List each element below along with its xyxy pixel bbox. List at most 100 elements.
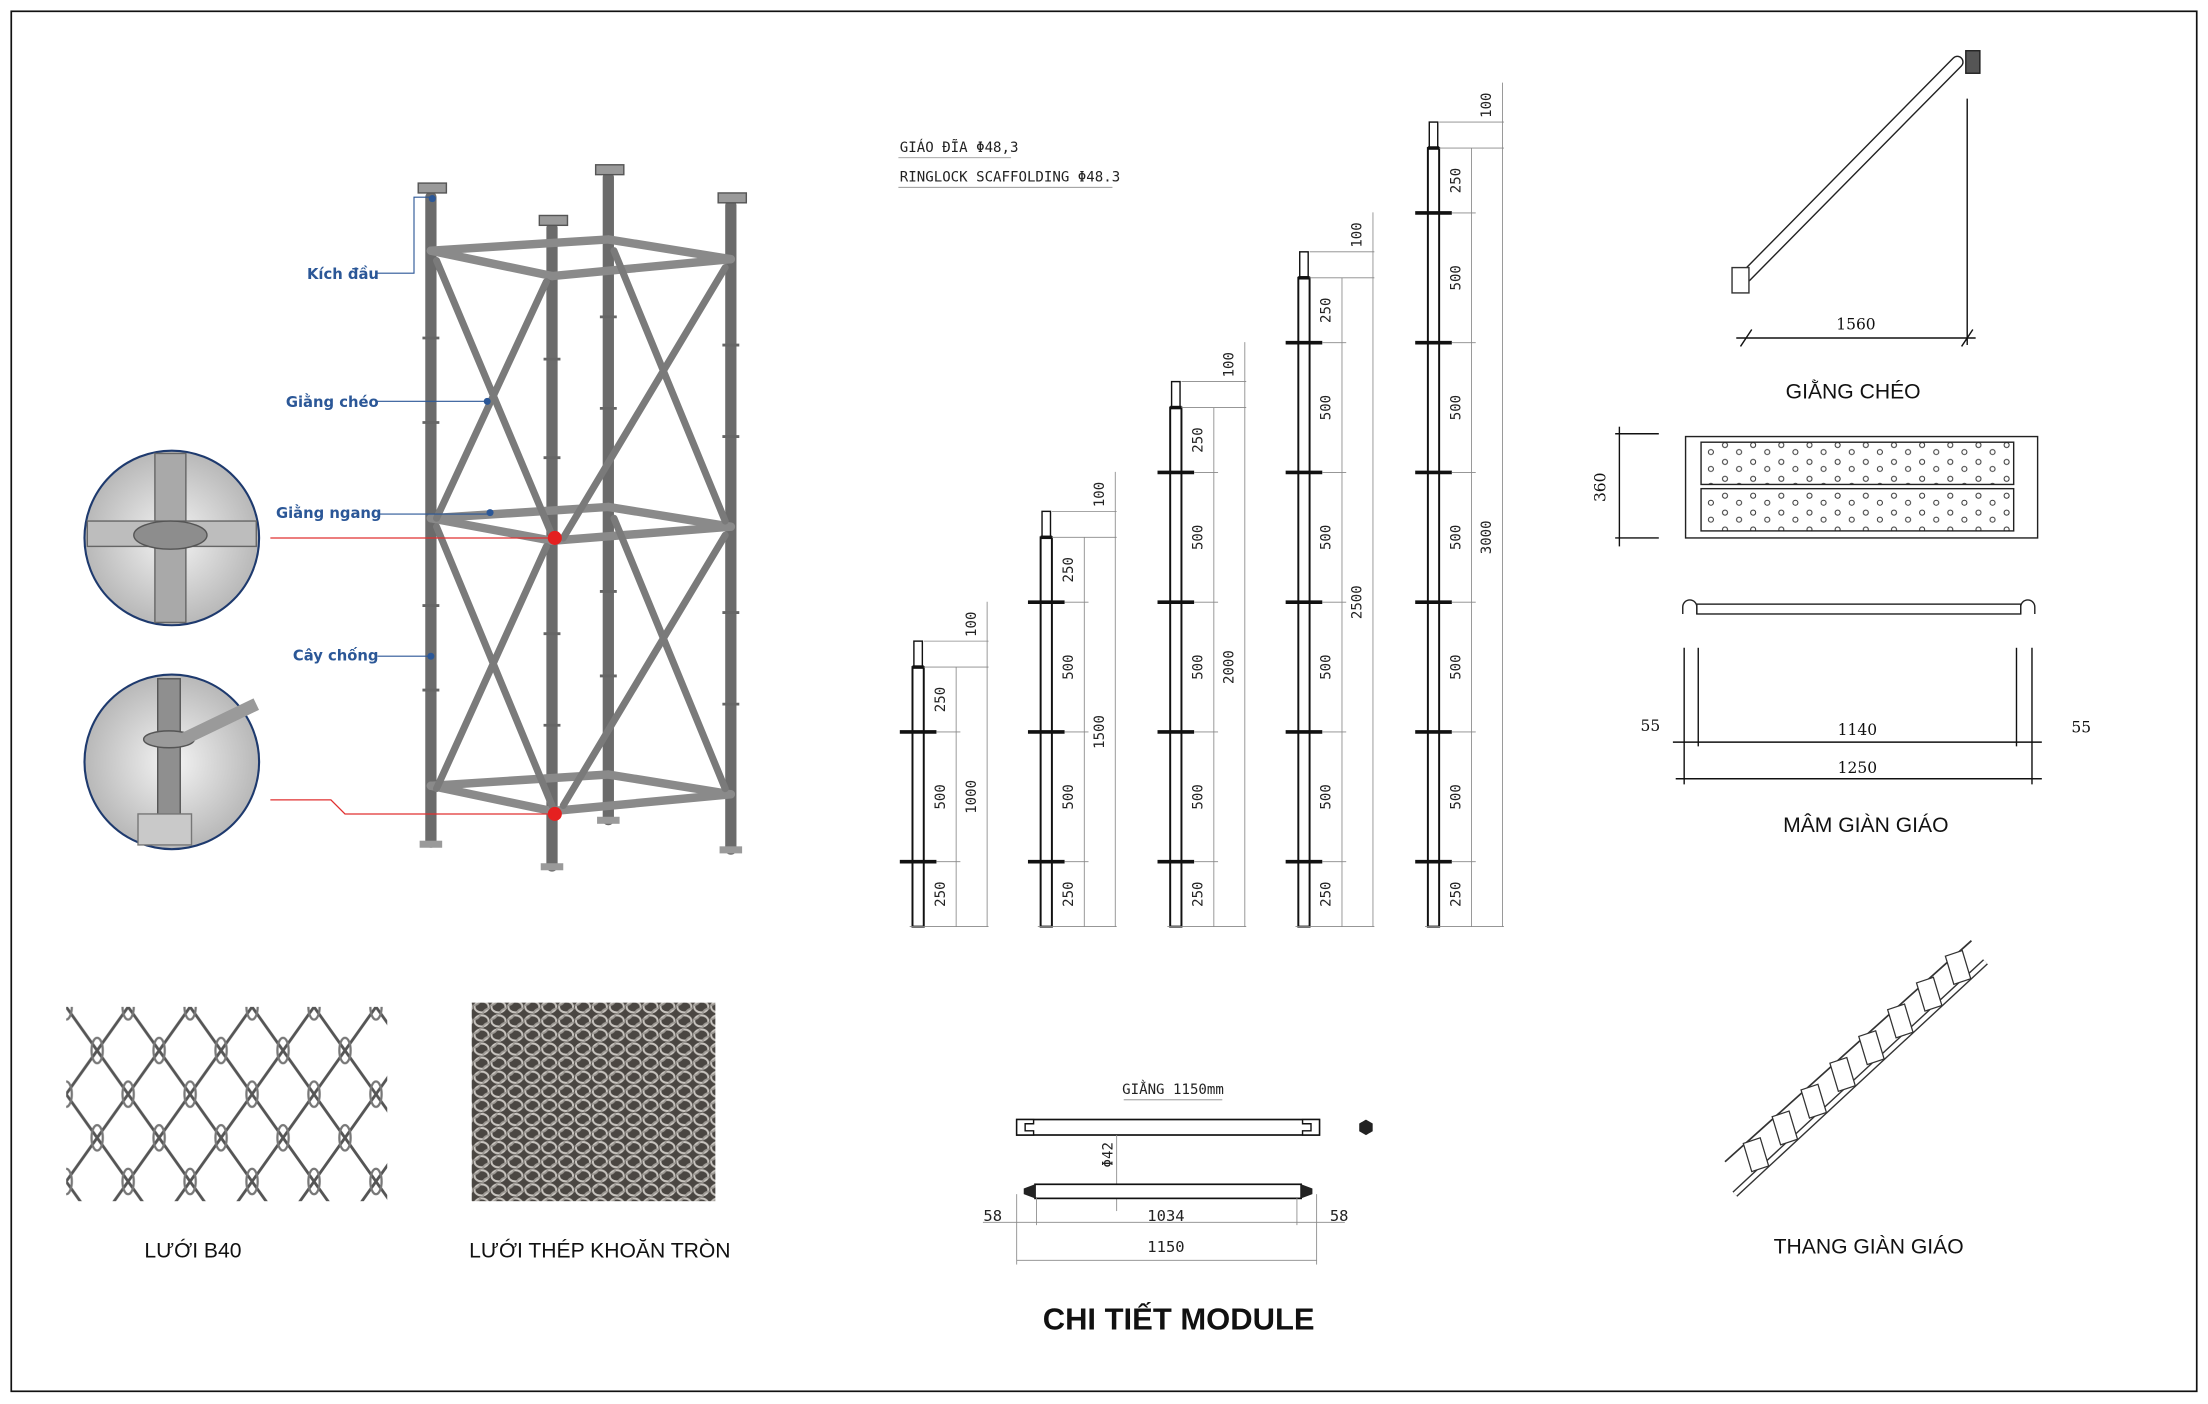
brace-title: GIẰNG CHÉO xyxy=(1786,380,1921,404)
mesh-b40-title: LƯỚI B40 xyxy=(144,1240,241,1263)
total-dimension: 3000 xyxy=(1479,520,1495,554)
tower-callouts xyxy=(377,196,491,657)
tower-diagonal-braces xyxy=(433,247,729,810)
brace-dimension: 1560 xyxy=(1836,316,1875,334)
post-tube xyxy=(1426,147,1441,928)
total-dimension: 2500 xyxy=(1350,585,1366,619)
spigot-dimension: 100 xyxy=(1092,482,1108,507)
segment-dimension: 500 xyxy=(933,784,949,809)
ladder-step xyxy=(1857,1029,1885,1066)
label-diagonal-brace: Giằng chéo xyxy=(286,394,379,411)
ladder-step xyxy=(1915,976,1943,1012)
spigot-dimension: 100 xyxy=(1479,92,1495,117)
spigot-dimension: 100 xyxy=(1350,222,1366,247)
joint-marker xyxy=(547,530,562,545)
post-spigot xyxy=(1299,251,1309,279)
post-2500: 250 500 500 500 500 250 2500 100 xyxy=(1285,212,1375,928)
header-vi: GIÁO ĐĨA Φ48,3 xyxy=(900,139,1019,156)
post-spigot xyxy=(913,640,924,668)
detail-arrows xyxy=(270,537,552,815)
base-joint-detail xyxy=(83,673,261,851)
tower-base-plates xyxy=(419,816,743,871)
label-horizontal-ledger: Giằng ngang xyxy=(276,505,382,522)
post-tube xyxy=(1169,406,1183,928)
tower-ledgers xyxy=(426,235,736,816)
ladder-step xyxy=(1886,1003,1914,1039)
segment-dimension: 500 xyxy=(1319,784,1335,809)
post-1000: 250 500 250 1000 100 xyxy=(899,601,989,928)
segment-dimension: 250 xyxy=(1448,881,1464,906)
ladder-title: THANG GIÀN GIÁO xyxy=(1774,1235,1964,1258)
segment-dimension: 250 xyxy=(1191,881,1207,906)
rosette-joint-detail xyxy=(83,449,261,627)
ledger-dim-inner: 1034 xyxy=(1147,1207,1184,1225)
label-standard-post: Cây chống xyxy=(293,647,379,664)
post-spigot xyxy=(1041,510,1052,539)
plank-dim-height: 360 xyxy=(1591,472,1609,502)
post-spigot xyxy=(1170,380,1181,409)
segment-dimension: 500 xyxy=(1448,525,1464,550)
segment-dimension: 250 xyxy=(933,881,949,906)
spigot-dimension: 100 xyxy=(964,612,980,637)
sheet-border xyxy=(10,10,2198,1393)
segment-dimension: 500 xyxy=(1319,395,1335,420)
segment-dimension: 250 xyxy=(1061,881,1077,906)
segment-dimension: 500 xyxy=(1448,265,1464,290)
segment-dimension: 250 xyxy=(1448,168,1464,193)
ledger-dim-total: 1150 xyxy=(1147,1238,1184,1256)
label-head-jack: Kích đầu xyxy=(307,266,379,283)
segment-dimension: 250 xyxy=(933,687,949,712)
ledger-drawing: GIẰNG 1150mm ⬢ Φ42 58 1034 58 1150 xyxy=(982,1080,1374,1265)
ladder-step xyxy=(1829,1056,1857,1093)
ledger-dim-right: 58 xyxy=(1330,1207,1349,1225)
ledger-diameter: Φ42 xyxy=(1100,1142,1116,1167)
total-dimension: 1500 xyxy=(1092,715,1108,749)
plank-title: MÂM GIÀN GIÁO xyxy=(1783,814,1948,837)
plank-dim-left: 55 xyxy=(1641,717,1661,735)
post-spigot xyxy=(1428,121,1439,149)
post-3000: 250 500 500 500 500 500 250 3000 100 xyxy=(1415,82,1504,928)
tower-rosettes xyxy=(422,315,740,727)
header-en: RINGLOCK SCAFFOLDING Φ48.3 xyxy=(900,170,1120,186)
joint-marker xyxy=(547,806,562,821)
segment-dimension: 500 xyxy=(1319,654,1335,679)
plank-dim-total: 1250 xyxy=(1838,759,1877,777)
ladder-step xyxy=(1944,949,1972,986)
segment-dimension: 250 xyxy=(1319,881,1335,906)
tower-head-jacks xyxy=(417,164,748,227)
ledger-title: GIẰNG 1150mm xyxy=(1122,1080,1224,1098)
segment-dimension: 500 xyxy=(1319,525,1335,550)
segment-dimension: 250 xyxy=(1319,298,1335,323)
spigot-dimension: 100 xyxy=(1222,352,1238,377)
plank-dim-right: 55 xyxy=(2071,718,2091,736)
total-dimension: 1000 xyxy=(964,780,980,814)
ledger-dim-left: 58 xyxy=(983,1207,1002,1225)
plank-drawing: 360 55 1140 55 1250 MÂM GIÀN GIÁO xyxy=(1591,426,2091,837)
ladder-step xyxy=(1771,1110,1799,1146)
post-1500: 250 500 500 250 1500 100 xyxy=(1027,471,1117,928)
footer-title: CHI TIẾT MODULE xyxy=(1043,1301,1315,1336)
scaffold-tower-illustration: Kích đầu Giằng chéo Giằng ngang Cây chốn… xyxy=(83,164,748,872)
mesh-ring-title: LƯỚI THÉP KHOĂN TRÒN xyxy=(469,1240,730,1263)
segment-dimension: 250 xyxy=(1061,557,1077,582)
segment-dimension: 500 xyxy=(1191,525,1207,550)
ledger-end-icon: ⬢ xyxy=(1358,1118,1374,1139)
segment-dimension: 500 xyxy=(1061,654,1077,679)
segment-dimension: 500 xyxy=(1448,784,1464,809)
post-drawings: 250 500 250 1000 100 250 500 500 250 1500 100 250 50… xyxy=(899,82,1504,928)
segment-dimension: 500 xyxy=(1448,654,1464,679)
ring-mesh-image xyxy=(471,1002,716,1202)
ladder-drawing: THANG GIÀN GIÁO xyxy=(1724,940,1988,1258)
segment-dimension: 500 xyxy=(1061,784,1077,809)
post-tube xyxy=(911,666,925,928)
ladder-step xyxy=(1800,1083,1828,1119)
chain-link-mesh-image xyxy=(66,1006,388,1202)
total-dimension: 2000 xyxy=(1222,650,1238,684)
plank-dim-inner: 1140 xyxy=(1838,721,1877,739)
ladder-step xyxy=(1742,1137,1770,1173)
segment-dimension: 500 xyxy=(1448,395,1464,420)
segment-dimension: 500 xyxy=(1191,784,1207,809)
segment-dimension: 500 xyxy=(1191,654,1207,679)
